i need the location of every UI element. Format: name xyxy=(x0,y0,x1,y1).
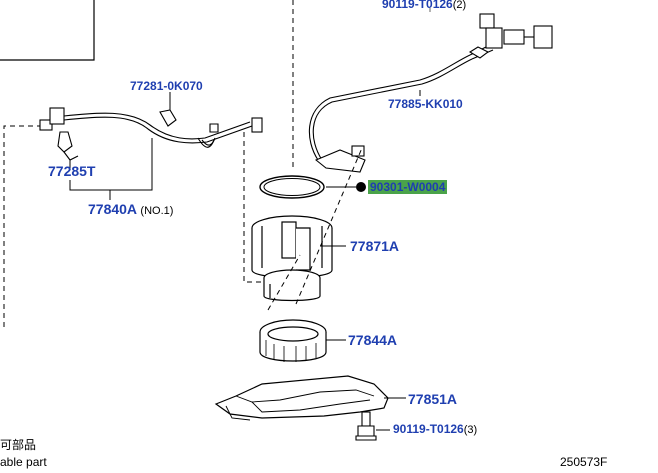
bracket-77840A xyxy=(69,138,153,191)
label-gasket[interactable]: 90301-W0004 xyxy=(368,180,448,194)
bolt-bottom xyxy=(355,411,377,441)
protector-plate xyxy=(214,375,389,421)
label-wire-assy[interactable]: 77840A (NO.1) xyxy=(88,201,174,217)
reference-box xyxy=(0,0,95,61)
label-bolt-top-qty: (2) xyxy=(452,0,467,11)
new-part-dot xyxy=(356,182,366,192)
label-gasket-text: 90301-W0004 xyxy=(368,180,448,194)
legend-line-1: 可部品 xyxy=(0,438,37,452)
diagram-id: 250573F xyxy=(560,455,608,469)
dashed-bracket-left xyxy=(3,125,42,330)
label-bolt-bottom-qty: (3) xyxy=(463,424,478,436)
label-bolt-bottom[interactable]: 90119-T0126(3) xyxy=(393,422,478,436)
label-wire-upper[interactable]: 77885-KK010 xyxy=(388,97,463,111)
label-clamp[interactable]: 77281-0K070 xyxy=(130,79,203,93)
label-protector[interactable]: 77851A xyxy=(408,391,458,407)
gasket-ring xyxy=(259,175,325,199)
label-retainer[interactable]: 77844A xyxy=(348,332,398,348)
label-bolt-top[interactable]: 90119-T0126(2) xyxy=(382,0,467,11)
wire-harness-upper xyxy=(308,13,553,173)
label-sender-bracket[interactable]: 77871A xyxy=(350,238,400,254)
retainer-ring xyxy=(259,319,327,362)
wire-harness-left xyxy=(39,107,263,161)
fuel-sender-unit xyxy=(251,215,333,302)
dashed-bracket-right xyxy=(243,132,268,283)
legend-line-2: able part xyxy=(0,455,47,469)
label-wire-assy-note: (NO.1) xyxy=(140,205,174,217)
label-clip[interactable]: 77285T xyxy=(48,163,96,179)
